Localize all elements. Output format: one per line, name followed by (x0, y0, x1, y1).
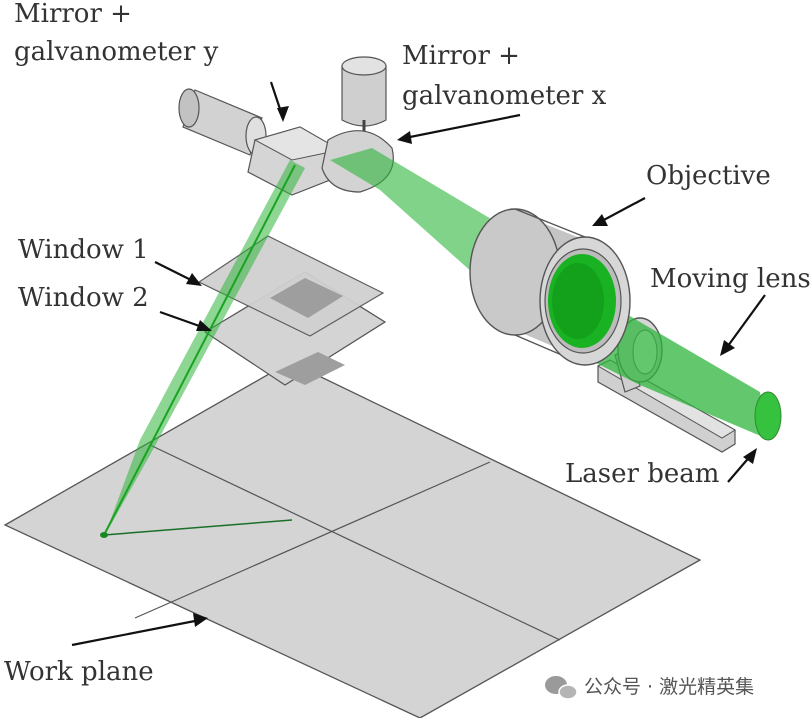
objective-label: Objective (646, 161, 771, 191)
mirror-y (247, 126, 342, 196)
work-plane-label: Work plane (4, 657, 154, 687)
work-plane (3, 361, 702, 718)
galvanometer-x (341, 56, 387, 138)
galvanometer-y (178, 88, 291, 156)
laser-beam-label: Laser beam (565, 459, 719, 489)
moving-lens-label: Moving lens (650, 264, 811, 294)
window2-label: Window 2 (18, 283, 149, 313)
window-2-shadow (275, 352, 345, 385)
mirror-x-label-line2: galvanometer x (402, 81, 607, 111)
mirror-y-label-line1: Mirror + (14, 0, 132, 29)
wechat-icon (545, 676, 578, 700)
mirror-y-label-line2: galvanometer y (14, 37, 219, 67)
objective-lens (469, 208, 631, 366)
watermark: 公众号 · 激光精英集 (545, 676, 754, 700)
label-arrows (71, 81, 766, 647)
watermark-text: 公众号 · 激光精英集 (584, 676, 754, 698)
mirror-x-label-line1: Mirror + (402, 41, 520, 71)
window1-label: Window 1 (18, 235, 149, 265)
